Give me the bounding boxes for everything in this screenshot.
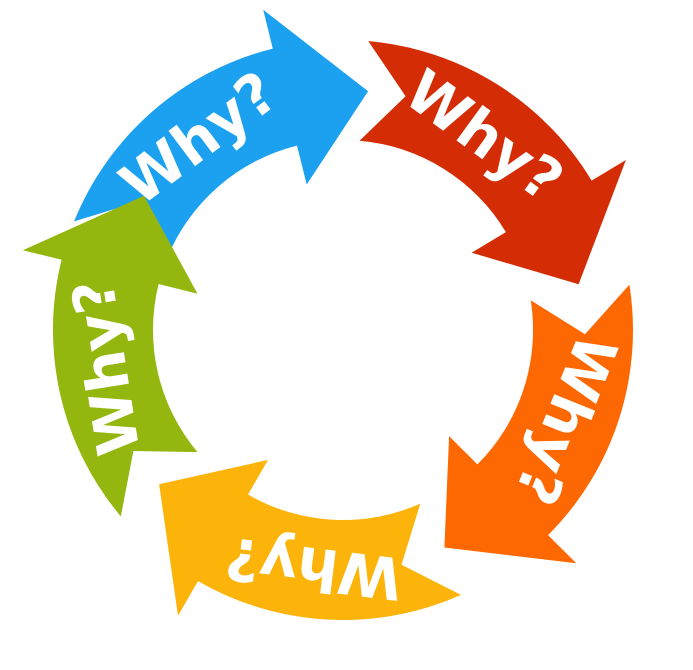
cycle-arrow-top bbox=[74, 9, 369, 259]
cycle-arrow-left bbox=[22, 195, 198, 517]
cycle-segment-right: Why? bbox=[359, 41, 626, 285]
cycle-segment-bottom: Why? bbox=[159, 459, 461, 620]
cycle-arrow-bottom bbox=[159, 459, 461, 620]
cycle-segment-right-lower: Why? bbox=[444, 284, 633, 564]
cycle-segment-left: Why? bbox=[22, 195, 198, 517]
cycle-arrow-right bbox=[359, 41, 626, 285]
cycle-arrow-right-lower bbox=[444, 284, 633, 564]
